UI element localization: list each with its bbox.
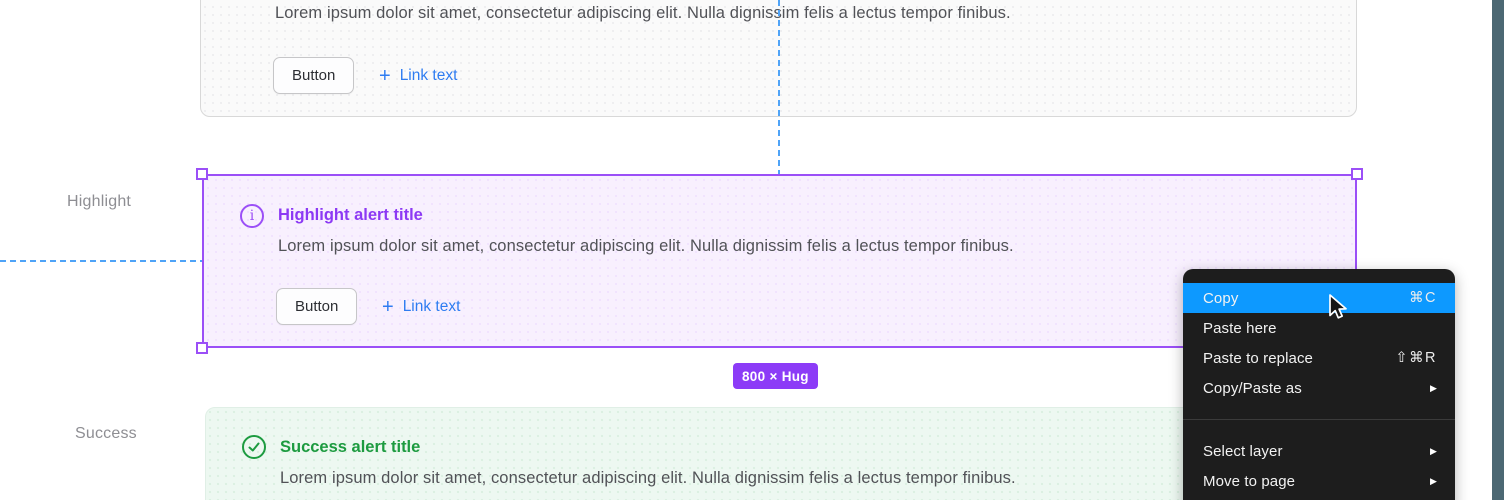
vertical-alignment-guide xyxy=(778,0,780,174)
plus-icon: + xyxy=(382,295,394,318)
selection-handle-top-right[interactable] xyxy=(1351,168,1363,180)
alert-title: Highlight alert title xyxy=(278,206,423,224)
selection-handle-top-left[interactable] xyxy=(196,168,208,180)
size-badge: 800 × Hug xyxy=(733,363,818,389)
info-icon: i xyxy=(240,204,264,228)
alert-card-highlight[interactable]: i Highlight alert title Lorem ipsum dolo… xyxy=(202,174,1357,348)
alert-link[interactable]: + Link text xyxy=(379,57,457,94)
alert-button-label: Button xyxy=(295,298,339,315)
submenu-arrow-icon: ▶ xyxy=(1429,475,1437,486)
alert-card-success[interactable]: Success alert title Lorem ipsum dolor si… xyxy=(205,407,1357,500)
alert-body-text: Lorem ipsum dolor sit amet, consectetur … xyxy=(280,469,1016,487)
check-icon xyxy=(242,435,266,459)
horizontal-alignment-guide xyxy=(0,260,202,262)
alert-body-text: Lorem ipsum dolor sit amet, consectetur … xyxy=(275,4,1011,22)
menu-item-paste-to-replace[interactable]: Paste to replace ⇧⌘R xyxy=(1203,349,1437,367)
shortcut-copy: ⌘C xyxy=(1409,290,1437,306)
variant-label-success: Success xyxy=(75,425,137,442)
shortcut-paste-to-replace: ⇧⌘R xyxy=(1395,350,1437,366)
context-menu: Copy ⌘C Paste here Paste to replace ⇧⌘R … xyxy=(1183,269,1455,500)
alert-body-text: Lorem ipsum dolor sit amet, consectetur … xyxy=(278,237,1014,255)
alert-button[interactable]: Button xyxy=(276,288,358,325)
variant-label-highlight: Highlight xyxy=(67,193,132,210)
alert-button-label: Button xyxy=(292,67,336,84)
alert-link-label: Link text xyxy=(399,66,458,84)
submenu-arrow-icon: ▶ xyxy=(1429,382,1437,393)
alert-button[interactable]: Button xyxy=(273,57,355,94)
alert-link-label: Link text xyxy=(402,297,461,315)
menu-item-select-layer[interactable]: Select layer ▶ xyxy=(1203,442,1437,460)
submenu-arrow-icon: ▶ xyxy=(1429,445,1437,456)
alert-title: Success alert title xyxy=(280,438,421,456)
menu-divider xyxy=(1183,419,1455,420)
plus-icon: + xyxy=(379,64,391,87)
menu-item-copy[interactable]: Copy ⌘C xyxy=(1183,283,1455,313)
menu-item-move-to-page[interactable]: Move to page ▶ xyxy=(1203,472,1437,490)
menu-item-copy-paste-as[interactable]: Copy/Paste as ▶ xyxy=(1203,379,1437,397)
mouse-cursor-icon xyxy=(1323,292,1353,329)
side-panel-strip xyxy=(1492,0,1504,500)
alert-link[interactable]: + Link text xyxy=(382,288,460,325)
selection-handle-bottom-left[interactable] xyxy=(196,342,208,354)
menu-item-paste-here[interactable]: Paste here xyxy=(1203,319,1277,337)
